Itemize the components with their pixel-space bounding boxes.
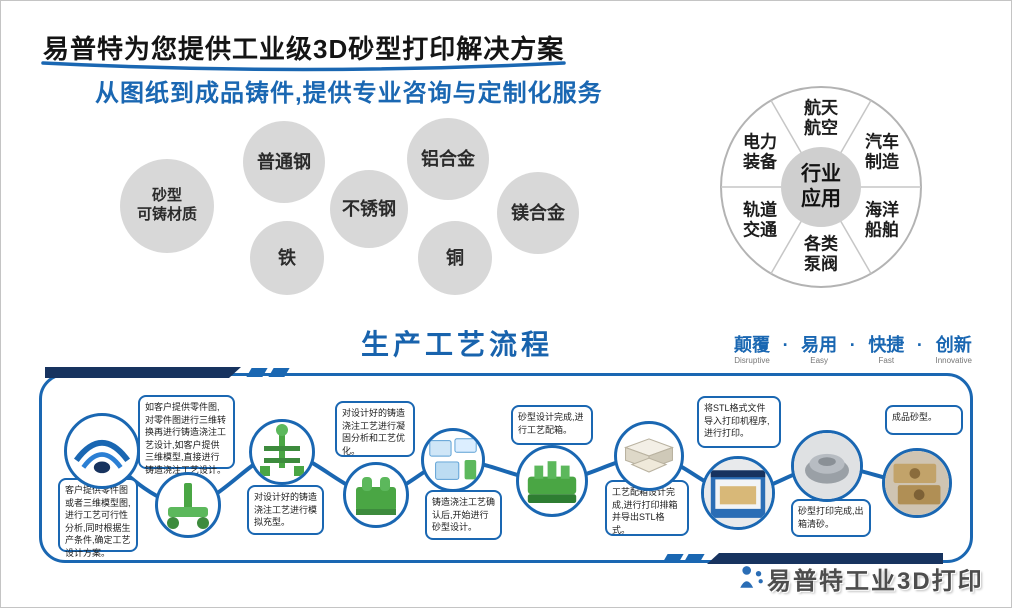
simulation-icon <box>429 438 477 480</box>
industry-wheel: 航天 航空 汽车 制造 海洋 船舶 各类 泵阀 轨道 交通 电力 装备 行业 应… <box>718 84 924 290</box>
printer-photo <box>704 459 772 527</box>
step-circle-7 <box>614 421 684 491</box>
segment-pumps-valves: 各类 泵阀 <box>804 234 838 274</box>
step-box-1: 客户提供零件图或者三维模型图,进行工艺可行性分析,同时根据生产条件,确定工艺设计… <box>58 478 138 558</box>
material-circle-main: 砂型 可铸材质 <box>120 159 214 253</box>
step-circle-4 <box>343 462 409 528</box>
sprue-tree-icon <box>260 424 304 476</box>
segment-marine: 海洋 船舶 <box>865 200 899 240</box>
sand-part-photo <box>794 433 860 499</box>
slogan-cn: 创新 <box>935 335 972 355</box>
band-bar-bottom-right <box>707 553 943 564</box>
slogan-separator: · <box>849 335 856 355</box>
slogan-row: 颠覆 Disruptive · 易用 Easy · 快捷 Fast · 创新 I… <box>734 335 972 365</box>
footer-logo-icon <box>740 566 763 588</box>
material-aluminum-alloy: 铝合金 <box>407 118 489 200</box>
material-stainless-steel: 不锈钢 <box>330 170 408 248</box>
material-ordinary-steel: 普通钢 <box>243 121 325 203</box>
footer-brand: 易普特工业3D打印 <box>767 568 984 595</box>
step-circle-10 <box>882 448 952 518</box>
step-circle-2 <box>155 472 221 538</box>
main-title: 易普特为您提供工业级3D砂型打印解决方案 <box>43 34 565 64</box>
material-copper: 铜 <box>418 221 492 295</box>
step-box-4: 对设计好的铸造浇注工艺进行凝固分析和工艺优化。 <box>335 401 415 457</box>
step-box-3: 对设计好的铸造浇注工艺进行模拟充型。 <box>247 485 324 535</box>
step-box-5: 铸造浇注工艺确认后,开始进行砂型设计。 <box>425 490 502 540</box>
slogan-item-disruptive: 颠覆 Disruptive <box>734 335 770 365</box>
step-box-2: 如客户提供零件图,对零件图进行三维转换再进行铸造浇注工艺设计,如客户提供三维模型… <box>138 395 235 475</box>
sand-molds-photo <box>885 451 949 515</box>
material-iron: 铁 <box>250 221 324 295</box>
step-box-6: 砂型设计完成,进行工艺配箱。 <box>511 405 593 445</box>
step-circle-9 <box>791 430 863 502</box>
title-underline-swoosh <box>41 61 566 72</box>
slogan-cn: 易用 <box>801 335 838 355</box>
slogan-en: Innovative <box>935 356 972 365</box>
subtitle: 从图纸到成品铸件,提供专业咨询与定制化服务 <box>95 80 603 107</box>
step-box-8: 将STL格式文件导入打印机程序,进行打印。 <box>697 396 781 448</box>
slogan-item-innovative: 创新 Innovative <box>935 335 971 365</box>
step-box-10: 成品砂型。 <box>885 405 963 435</box>
material-magnesium-alloy: 镁合金 <box>497 172 579 254</box>
step-circle-5 <box>421 428 485 492</box>
mold-model-icon <box>356 477 396 515</box>
step-circle-8 <box>701 456 775 530</box>
segment-rail-transit: 轨道 交通 <box>743 200 777 240</box>
step-circle-6 <box>516 445 588 517</box>
slogan-item-easy: 易用 Easy <box>801 335 837 365</box>
gating-model-icon <box>167 483 209 529</box>
abstract-logo-icon <box>73 440 131 474</box>
step-box-9: 砂型打印完成,出箱清砂。 <box>791 499 871 537</box>
slogan-en: Easy <box>810 356 829 365</box>
slogan-en: Fast <box>878 356 895 365</box>
mold-boxes-icon <box>623 438 675 473</box>
casting-cluster-icon <box>527 461 577 503</box>
segment-automobile: 汽车 制造 <box>865 132 899 172</box>
slogan-cn: 颠覆 <box>734 335 770 355</box>
wheel-graphic <box>720 86 922 288</box>
step-circle-3 <box>249 419 315 485</box>
slogan-cn: 快捷 <box>868 335 905 355</box>
band-bar-top-left <box>45 367 241 378</box>
segment-aerospace: 航天 航空 <box>804 98 838 138</box>
slogan-separator: · <box>916 335 923 355</box>
process-title: 生产工艺流程 <box>361 329 554 360</box>
wheel-center-label: 行业 应用 <box>801 163 841 210</box>
slogan-separator: · <box>782 335 789 355</box>
step-circle-1 <box>64 413 140 489</box>
segment-power-equipment: 电力 装备 <box>743 132 777 172</box>
slogan-item-fast: 快捷 Fast <box>868 335 904 365</box>
slogan-en: Disruptive <box>734 356 770 365</box>
